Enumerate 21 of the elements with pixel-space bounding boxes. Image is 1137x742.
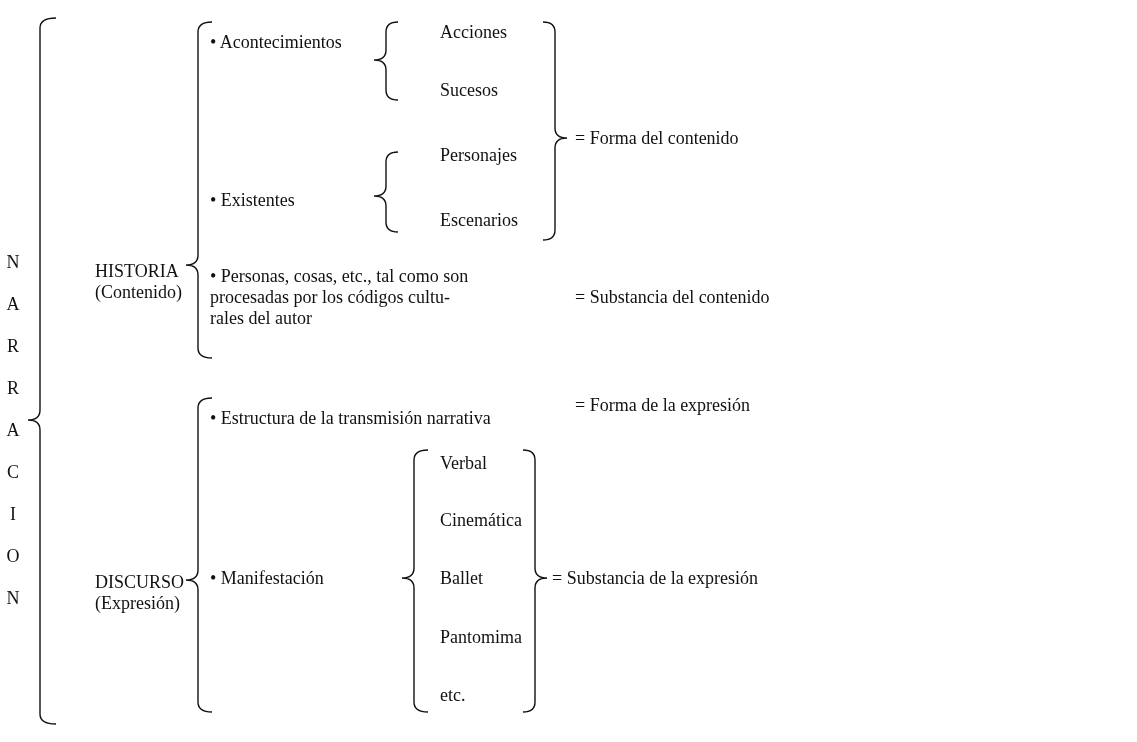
section-heading: DISCURSO (Expresión) (95, 572, 185, 614)
list-item: Pantomima (440, 626, 522, 648)
equation-label: = Forma del contenido (575, 127, 739, 149)
list-item: • Existentes (210, 189, 295, 211)
equation-label: = Substancia del contenido (575, 286, 770, 308)
vertical-heading: N A R R A C I O N (6, 251, 20, 610)
section-heading: HISTORIA (Contenido) (95, 261, 183, 303)
list-item: Escenarios (440, 209, 518, 231)
equation-label: = Substancia de la expresión (552, 567, 759, 589)
list-item: • Estructura de la transmisión narrativa (210, 407, 492, 429)
list-item: Cinemática (440, 509, 522, 531)
list-item: • Personas, cosas, etc., tal como son procesadas por los códigos cultu- rales del autor (210, 265, 470, 329)
list-item: • Acontecimientos (210, 31, 342, 53)
list-item: Sucesos (440, 79, 498, 101)
equation-label: = Forma de la expresión (575, 394, 751, 416)
list-item: Acciones (440, 21, 507, 43)
list-item: etc. (440, 684, 466, 706)
list-item: Personajes (440, 144, 517, 166)
list-item: • Manifestación (210, 567, 324, 589)
list-item: Ballet (440, 567, 483, 589)
list-item: Verbal (440, 452, 487, 474)
